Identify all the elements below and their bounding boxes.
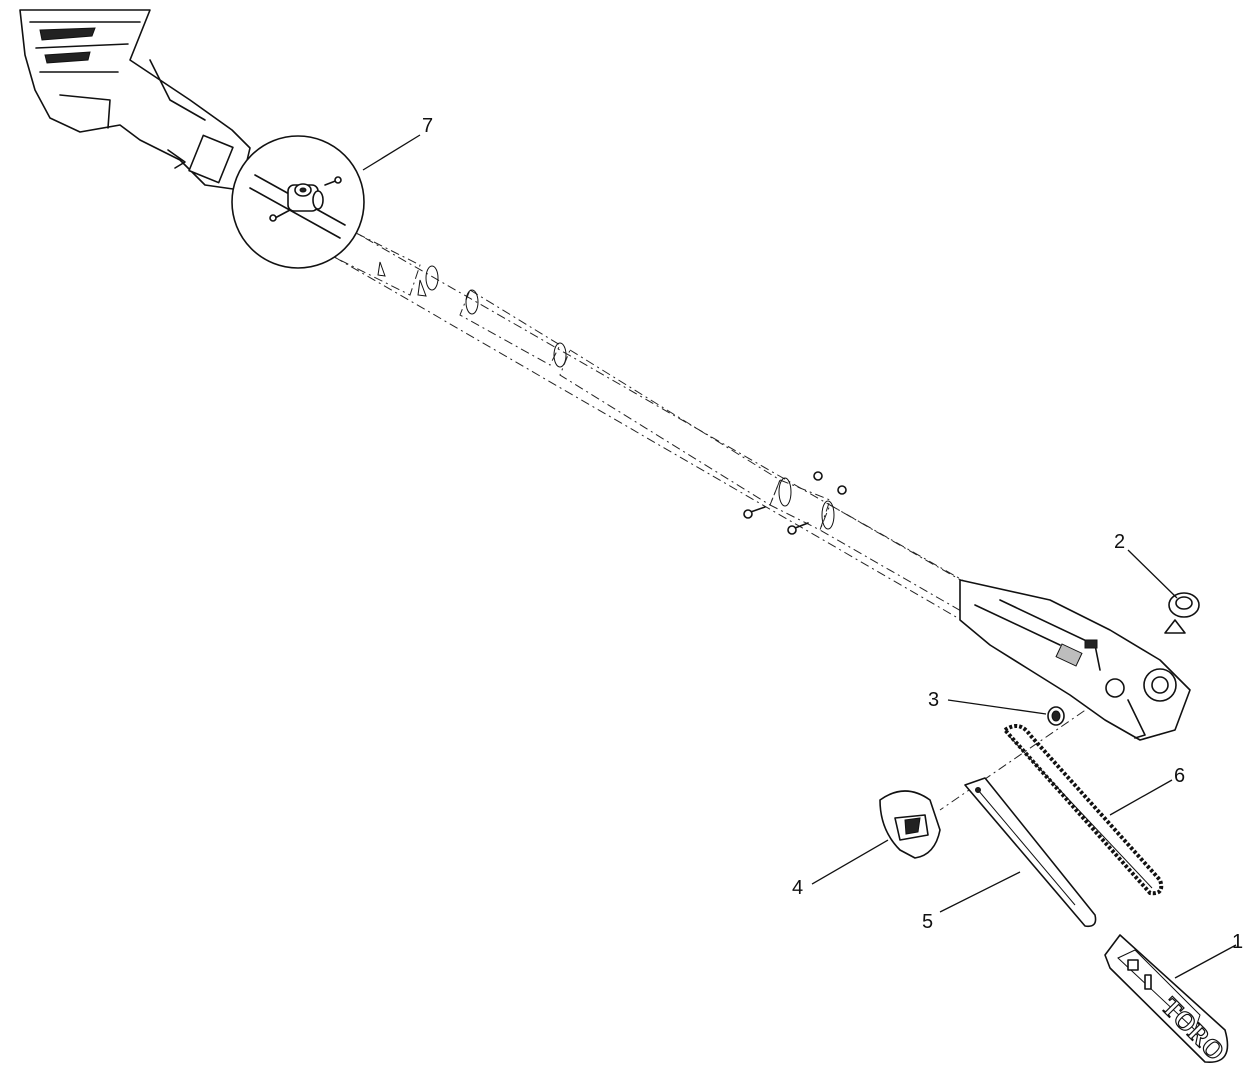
tube-centerline [235,171,1181,811]
part-2-bar-nut [1164,592,1200,634]
motor-handle-housing [19,9,251,191]
callout-2: 2 [1114,531,1125,553]
callout-5: 5 [922,911,933,933]
callout-3: 3 [928,689,939,711]
callout-6: 6 [1174,765,1185,787]
part-3-sprocket [1047,706,1065,726]
callouts: 1 2 3 4 5 6 7 [362,115,1243,979]
callout-7: 7 [422,115,433,137]
power-head [959,579,1191,741]
detail-circle-7 [231,135,365,269]
extension-tube [329,224,981,616]
part-5-guide-bar [964,777,1097,928]
part-1-bar-scabbard: TORO [1104,934,1231,1067]
part-6-saw-chain [1001,724,1164,896]
clamp-bolts [743,471,847,535]
callout-1: 1 [1232,931,1243,953]
part-4-sprocket-cover [879,790,941,859]
callout-4: 4 [792,877,803,899]
